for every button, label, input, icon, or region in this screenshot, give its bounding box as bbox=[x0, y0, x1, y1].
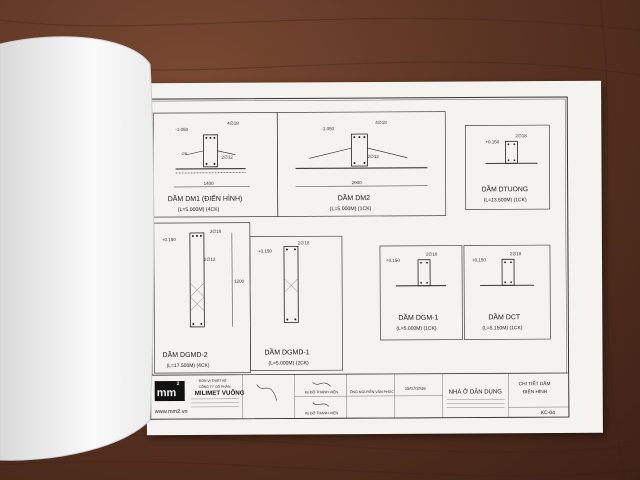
dgmd2-title: DẦM DGMD-2 bbox=[162, 349, 207, 359]
company-label: ĐƠN VỊ THIẾT KẾ bbox=[199, 378, 228, 383]
company-website: www.mm2.vn bbox=[154, 409, 188, 415]
dgmd1-subtitle: (L=5.000M) (2CK) bbox=[269, 360, 310, 366]
dtuong-rebar-top: 2∅18 bbox=[515, 133, 527, 138]
dct-level-callout: +0.150 bbox=[472, 257, 486, 262]
dtuong-subtitle: (L=13.500M) (1CK) bbox=[484, 197, 527, 203]
issue-date: 15/07/2016 bbox=[405, 386, 427, 391]
drawing-sheet: -1.050 4∅18 2∅12 ∅6 1400 DẦM DM1 (ĐIỂN H… bbox=[145, 80, 603, 436]
designer-name: Ký ĐỖ THANH VIÊN bbox=[305, 389, 339, 394]
sheet-number: KC-04 bbox=[541, 410, 555, 416]
dgm1-level-callout: +0.150 bbox=[386, 258, 400, 263]
beam-dgm1-detail: +0.150 2∅18 DẦM DGM-1 (L=5.000M) (1CK) bbox=[379, 245, 463, 341]
dtuong-level-callout: +0.150 bbox=[485, 139, 499, 144]
signature-mark-3 bbox=[312, 402, 329, 407]
dgmd2-dim-height: 1200 bbox=[234, 279, 245, 284]
beam-dct-detail: +0.150 2∅18 DẦM DCT (L=5.150M) (1CK) bbox=[463, 244, 551, 340]
dm2-rebar-mid: 2∅12 bbox=[367, 154, 379, 159]
dgmd2-rebar-mid: 2∅12 bbox=[204, 257, 216, 262]
company-name-line: CÔNG TY CỔ PHẦN bbox=[199, 384, 231, 389]
drawing-sheet-svg: -1.050 4∅18 2∅12 ∅6 1400 DẦM DM1 (ĐIỂN H… bbox=[148, 96, 570, 420]
beam-dgmd2-detail: +0.150 3∅18 2∅12 1200 DẦM DGMD-2 (L=17.5… bbox=[153, 222, 251, 374]
dm1-level-callout: -1.050 bbox=[175, 127, 188, 132]
dgmd1-level-callout: +0.150 bbox=[258, 249, 272, 254]
dgmd2-level-callout: +0.150 bbox=[162, 237, 176, 242]
dm1-subtitle: (L=5.000M) (4CK) bbox=[178, 207, 220, 213]
signature-mark-2 bbox=[312, 382, 331, 387]
dct-rebar-top: 2∅18 bbox=[510, 251, 522, 256]
dct-subtitle: (L=5.150M) (1CK) bbox=[482, 325, 523, 331]
dm1-dim-width: 1400 bbox=[204, 181, 215, 186]
company-name: MILIMET VUÔNG bbox=[195, 389, 245, 397]
dm1-rebar-mid: 2∅12 bbox=[221, 155, 233, 160]
dgmd1-title: DẦM DGMD-1 bbox=[264, 346, 309, 356]
project-name: NHÀ Ở DÂN DỤNG bbox=[449, 388, 503, 395]
dm2-rebar-top: 4∅18 bbox=[375, 120, 387, 125]
dm2-dim-width: 2000 bbox=[352, 180, 363, 185]
title-block: mm 2 www.mm2.vn ĐƠN VỊ THIẾT KẾ CÔNG TY … bbox=[150, 372, 570, 420]
dm2-title: DẦM DM2 bbox=[338, 192, 370, 202]
company-logo-mark: mm bbox=[157, 387, 177, 399]
dct-title: DẦM DCT bbox=[488, 311, 521, 321]
beam-dm1-detail: -1.050 4∅18 2∅12 ∅6 1400 DẦM DM1 (ĐIỂN H… bbox=[152, 112, 279, 218]
beam-dm2-detail: -1.050 4∅18 2∅12 2000 DẦM DM2 (L=5.000M)… bbox=[276, 111, 447, 217]
dgm1-title: DẦM DGM-1 bbox=[398, 312, 438, 322]
binder-cover-page bbox=[0, 36, 155, 461]
sheet-title-line-2: ĐIỂN HÌNH bbox=[523, 388, 548, 395]
owner-name: ÔNG NGUYỄN VĂN PHÚC bbox=[350, 389, 395, 394]
dm1-title: DẦM DM1 (ĐIỂN HÌNH) bbox=[168, 193, 243, 203]
company-logo-sup: 2 bbox=[177, 381, 180, 387]
dm1-rebar-top: 4∅18 bbox=[227, 121, 239, 126]
dm1-rebar-stirrup: ∅6 bbox=[181, 151, 188, 156]
dm2-subtitle: (L=5.000M) (1CK) bbox=[330, 206, 372, 212]
dm2-level-callout: -1.050 bbox=[321, 126, 334, 131]
checker-name: Ký ĐỖ THANH VIÊN bbox=[305, 410, 339, 415]
dgm1-subtitle: (L=5.000M) (1CK) bbox=[396, 326, 437, 332]
dgmd2-subtitle: (L=17.500M) (4CK) bbox=[167, 363, 210, 369]
beam-dgmd1-detail: +0.150 2∅18 DẦM DGMD-1 (L=5.000M) (2CK) bbox=[249, 235, 343, 371]
dgmd2-rebar-top: 3∅18 bbox=[210, 229, 222, 234]
beam-dtuong-detail: +0.150 2∅18 DẦM DTUONG (L=13.500M) (1CK) bbox=[464, 124, 551, 210]
dtuong-title: DẦM DTUONG bbox=[482, 183, 529, 193]
signature-mark bbox=[256, 384, 278, 401]
dgm1-rebar-top: 2∅18 bbox=[426, 252, 438, 257]
sheet-title-line-1: CHI TIẾT DẦM bbox=[519, 380, 551, 387]
dgmd1-rebar-top: 2∅18 bbox=[298, 240, 310, 245]
company-logo bbox=[154, 380, 185, 402]
